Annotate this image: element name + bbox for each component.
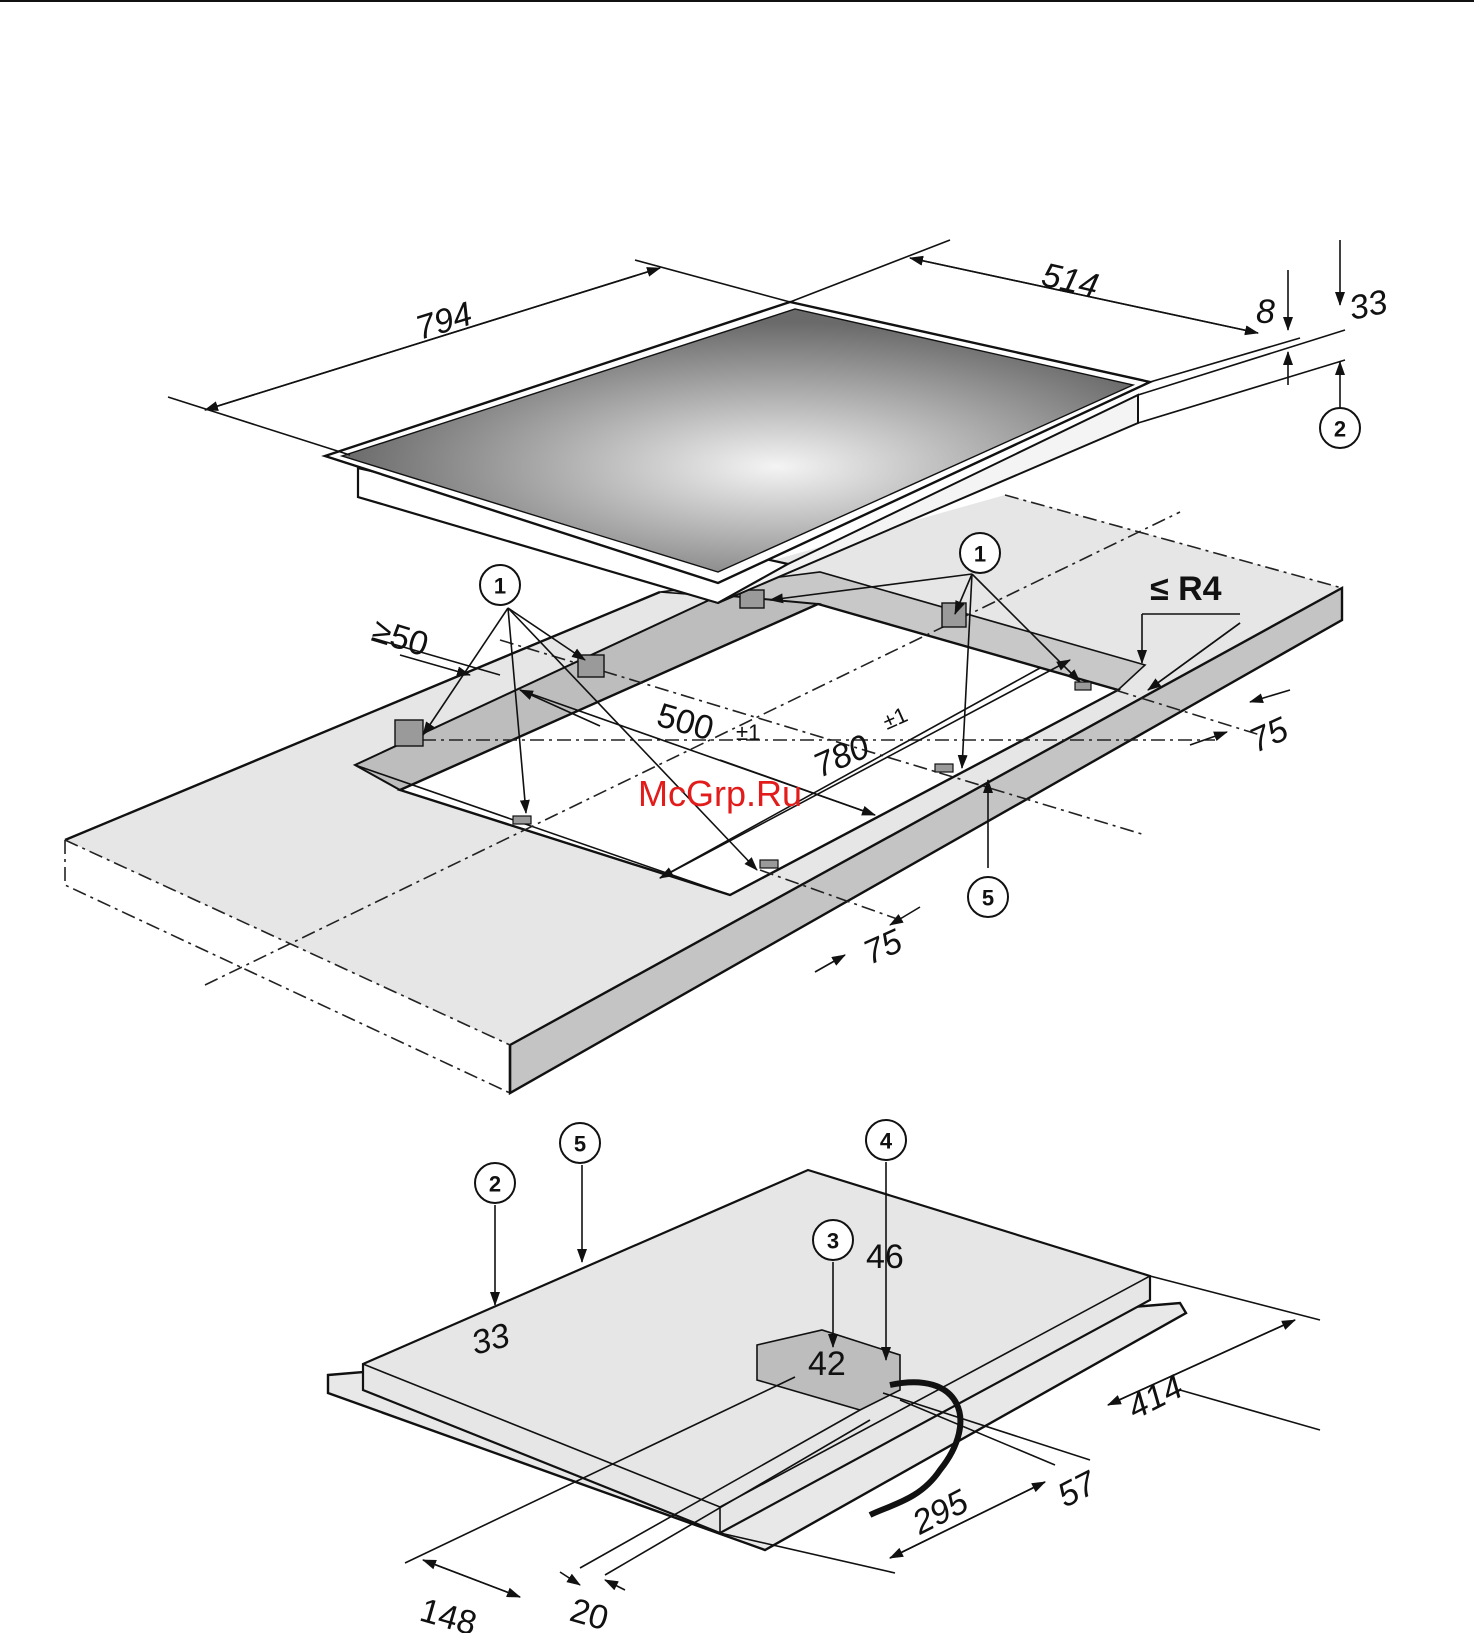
callout-bottom-worktop-ref: 5 <box>560 1123 600 1262</box>
svg-text:1: 1 <box>974 542 986 567</box>
dim-46: 46 <box>866 1238 904 1276</box>
dim-514: 514 <box>1038 256 1102 306</box>
dim-min-50: ≥50 <box>368 611 433 664</box>
svg-text:5: 5 <box>574 1132 586 1157</box>
callout-height-ref: 2 <box>1320 408 1360 448</box>
clamp <box>942 603 966 627</box>
dim-42: 42 <box>808 1345 846 1383</box>
dim-75-right: 75 <box>1244 710 1294 760</box>
clamp <box>513 816 531 824</box>
dim-148: 148 <box>416 1591 481 1633</box>
dim-794: 794 <box>411 295 476 348</box>
callout-bottom-height-ref: 2 <box>475 1163 515 1305</box>
dim-57: 57 <box>1051 1464 1103 1516</box>
svg-text:2: 2 <box>1334 417 1346 442</box>
dim-414: 414 <box>1121 1368 1189 1428</box>
svg-text:2: 2 <box>489 1172 501 1197</box>
clamp <box>395 720 423 746</box>
dim-75-front: 75 <box>858 922 908 972</box>
clamp <box>1075 682 1091 690</box>
dim-8: 8 <box>1256 293 1275 331</box>
dim-20: 20 <box>566 1591 613 1633</box>
clamp <box>935 764 953 772</box>
clamp <box>760 860 778 868</box>
svg-text:4: 4 <box>880 1129 893 1154</box>
dim-500-tol: ±1 <box>736 720 760 745</box>
svg-text:3: 3 <box>827 1229 839 1254</box>
svg-text:5: 5 <box>982 886 994 911</box>
dim-33: 33 <box>1346 283 1391 328</box>
svg-text:1: 1 <box>494 574 506 599</box>
dim-r4: ≤ R4 <box>1150 570 1222 608</box>
watermark: McGrp.Ru <box>638 773 802 814</box>
